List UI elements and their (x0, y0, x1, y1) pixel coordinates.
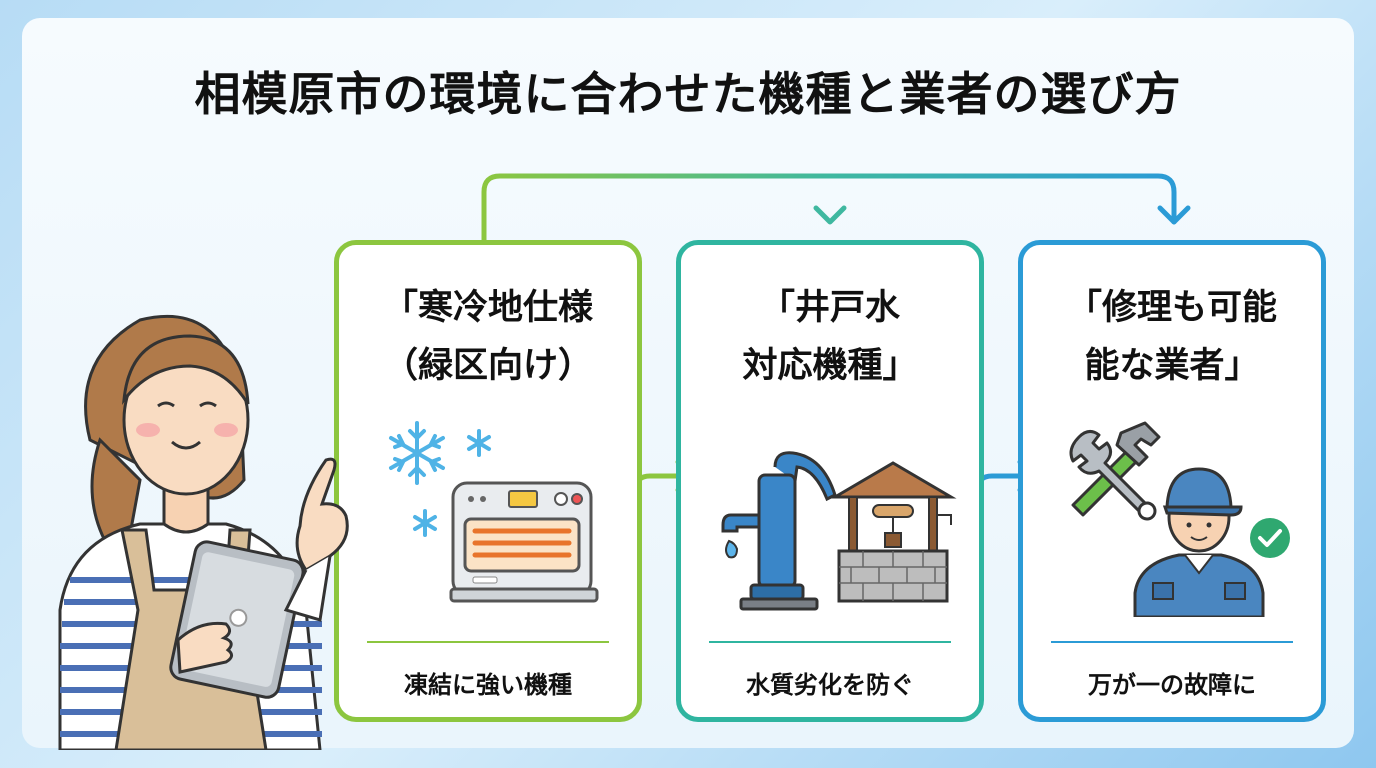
card-caption: 凍結に強い機種 (404, 671, 572, 699)
tools-icon (1069, 421, 1161, 521)
woman-with-tablet-illustration (58, 314, 349, 750)
card-caption: 水質劣化を防ぐ (746, 671, 914, 699)
card-heading-line1: 「修理も可能 (1066, 288, 1277, 328)
card-heading-line1: 「井戸水 (759, 288, 900, 328)
top-branch-connector (481, 145, 1177, 243)
water-pump-icon (721, 451, 837, 611)
card-repair-contractor: 「修理も可能 能な業者」 万が一の故障に (1018, 240, 1326, 722)
card-caption: 万が一の故障に (1088, 671, 1256, 699)
well-icon (829, 461, 957, 603)
card-divider (367, 641, 609, 643)
snowflake-icon (389, 421, 491, 537)
card-heading-line2: 能な業者」 (1084, 346, 1260, 386)
down-arrow-heads (813, 205, 1191, 225)
technician-icon (1133, 467, 1265, 617)
card-heading: 「修理も可能 能な業者」 (1023, 279, 1321, 395)
page-title: 相模原市の環境に合わせた機種と業者の選び方 (194, 67, 1182, 121)
card-heading: 「寒冷地仕様 （緑区向け） (339, 279, 637, 395)
check-icon (1250, 518, 1290, 558)
card-heading-line2: （緑区向け） (382, 346, 593, 386)
card-divider (1051, 641, 1293, 643)
card-well-water: 「井戸水 対応機種」 水質劣化を防ぐ (676, 240, 984, 722)
card-heading: 「井戸水 対応機種」 (681, 279, 979, 395)
card-heading-line2: 対応機種」 (742, 346, 918, 386)
card-cold-climate: 「寒冷地仕様 （緑区向け） (334, 240, 642, 722)
heater-icon (449, 481, 599, 603)
card-divider (709, 641, 951, 643)
card-heading-line1: 「寒冷地仕様 (382, 288, 593, 328)
